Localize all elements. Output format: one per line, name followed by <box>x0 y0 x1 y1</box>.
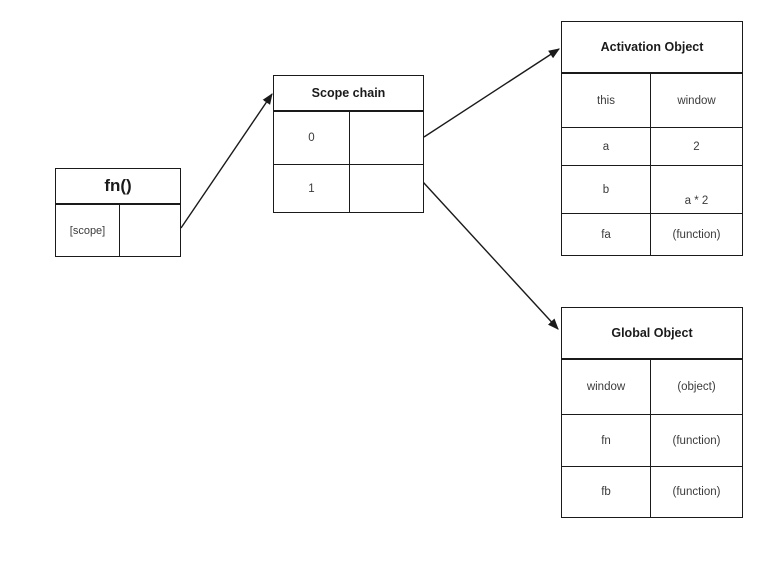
global-object-value-fn: (function) <box>672 434 721 447</box>
activation-object-key-fa: fa <box>562 214 651 255</box>
activation-object-value-fa: (function) <box>672 228 721 241</box>
global-object-value-fb: (function) <box>672 486 721 498</box>
activation-object-key-a: a <box>562 128 651 165</box>
fn-box-scope-value <box>120 205 180 256</box>
arrow-scope-slot1-to-global-object <box>422 181 559 330</box>
fn-box-scope-key: [scope] <box>56 205 120 256</box>
global-object-key-fn: fn <box>562 415 651 466</box>
activation-object-row: fa (function) <box>562 213 742 255</box>
global-object-key-fb: fb <box>562 467 651 517</box>
activation-object-title: Activation Object <box>562 22 742 74</box>
scope-chain-index-1: 1 <box>274 165 350 213</box>
fn-box-row-scope: [scope] <box>56 205 180 256</box>
global-object-title: Global Object <box>562 308 742 360</box>
scope-chain-value-1 <box>350 165 423 213</box>
scope-chain-index-0: 0 <box>274 112 350 164</box>
scope-chain-box: Scope chain 0 1 <box>273 75 424 213</box>
activation-object-row: a 2 <box>562 127 742 165</box>
global-object-row: fb (function) <box>562 466 742 517</box>
fn-box-title: fn() <box>56 169 180 205</box>
activation-object-value-this: window <box>677 94 716 107</box>
activation-object-key-this: this <box>562 74 651 127</box>
fn-box: fn() [scope] <box>55 168 181 257</box>
scope-chain-value-0 <box>350 112 423 164</box>
arrow-fn-to-scope-chain <box>180 93 273 229</box>
arrow-scope-slot0-to-activation-object <box>423 48 560 138</box>
global-object-row: fn (function) <box>562 414 742 466</box>
activation-object-value-a: 2 <box>693 140 700 153</box>
scope-chain-title: Scope chain <box>274 76 423 112</box>
global-object-row: window (object) <box>562 360 742 414</box>
global-object-key-window: window <box>562 360 651 414</box>
global-object-value-window: (object) <box>677 381 716 393</box>
scope-chain-row-0: 0 <box>274 112 423 164</box>
global-object-box: Global Object window (object) fn (functi… <box>561 307 743 518</box>
activation-object-box: Activation Object this window a 2 b a * … <box>561 21 743 256</box>
activation-object-key-b: b <box>562 166 651 213</box>
activation-object-row: b a * 2 <box>562 165 742 213</box>
scope-chain-row-1: 1 <box>274 164 423 213</box>
activation-object-value-b: a * 2 <box>684 195 709 207</box>
activation-object-row: this window <box>562 74 742 127</box>
